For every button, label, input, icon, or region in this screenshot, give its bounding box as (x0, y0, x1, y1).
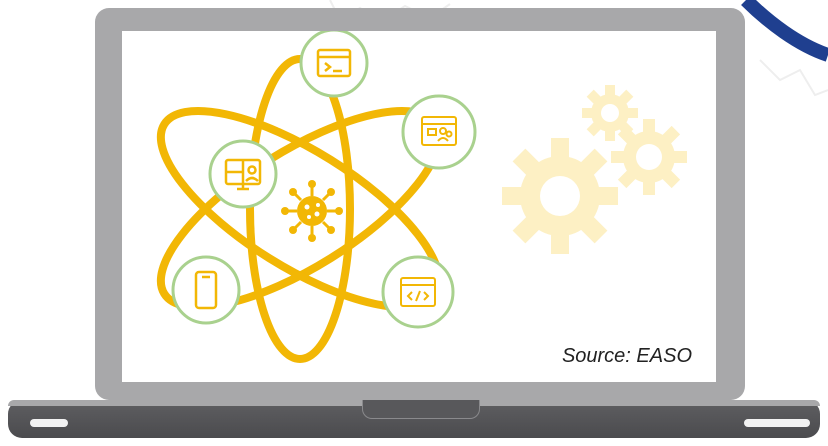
node-video-conference (208, 139, 278, 209)
trackpad-notch (362, 400, 480, 419)
decorative-arc (741, 0, 828, 62)
gears-group (502, 85, 687, 254)
virus-icon (281, 180, 343, 242)
base-foot-left (30, 419, 68, 427)
gear-medium-icon (611, 119, 687, 195)
laptop-base (8, 400, 820, 438)
code-window-icon (400, 277, 436, 307)
terminal-icon (316, 48, 352, 78)
base-foot-right (744, 419, 810, 427)
smartphone-icon (194, 270, 218, 310)
atom-diagram (156, 31, 687, 363)
video-conference-icon (224, 158, 262, 191)
gear-large-icon (502, 138, 618, 254)
gear-small-icon (582, 85, 638, 141)
node-terminal (299, 31, 369, 98)
web-users-icon (421, 116, 457, 146)
node-smartphone (171, 255, 241, 325)
laptop-screen: Source: EASO (122, 31, 716, 382)
node-web-users (401, 94, 477, 170)
source-caption: Source: EASO (561, 345, 692, 367)
node-code-window (381, 255, 455, 329)
